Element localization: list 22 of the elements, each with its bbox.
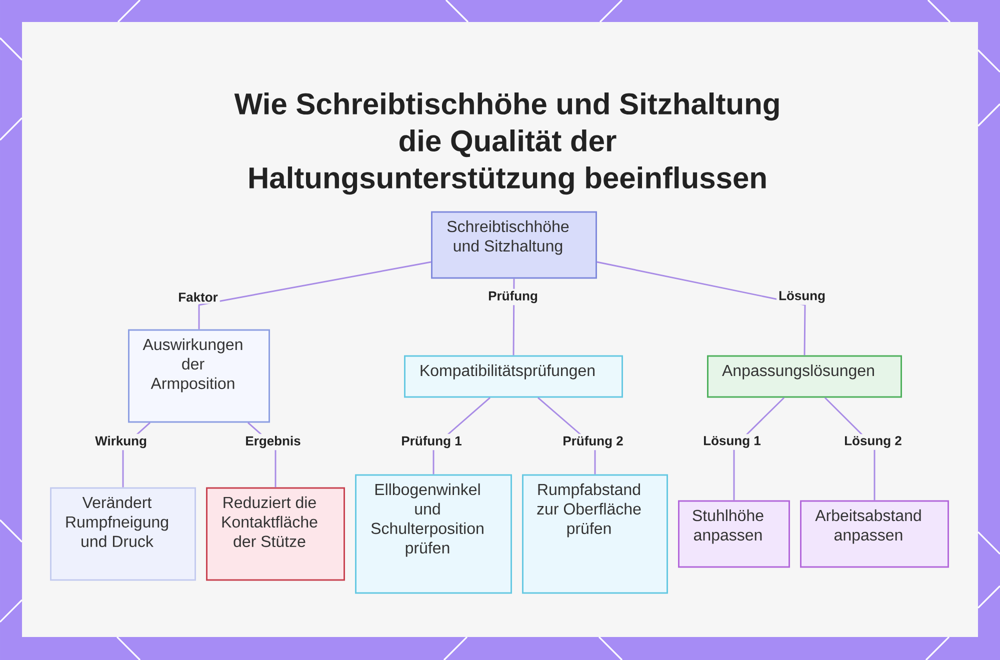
- process-box: Kompatibilitätsprüfungen: [404, 355, 623, 398]
- connector-line: [198, 261, 432, 330]
- process-box: Verändert Rumpfneigung und Druck: [50, 487, 196, 581]
- process-box: Anpassungslösungen: [707, 355, 902, 398]
- process-box: Ellbogenwinkel und Schulterposition prüfen: [355, 474, 512, 594]
- title: Wie Schreibtischhöhe und Sitzhaltung die Qualität der Haltungsunterstützung beeinflussen: [234, 92, 779, 195]
- process-box: Auswirkungen der Armposition: [128, 329, 270, 423]
- edge-label: Lösung: [776, 289, 828, 305]
- process-box: Rumpfabstand zur Oberfläche prüfen: [522, 474, 668, 594]
- edge-label: Lösung 1: [701, 434, 763, 450]
- connector-line: [596, 261, 806, 356]
- edge-label: Ergebnis: [243, 434, 303, 450]
- process-box: Reduziert die Kontaktfläche der Stütze: [206, 487, 345, 581]
- process-box: Stuhlhöhe anpassen: [678, 500, 790, 568]
- edge-label: Prüfung 2: [560, 434, 626, 450]
- edge-label: Prüfung 1: [399, 434, 464, 450]
- edge-label: Faktor: [176, 290, 220, 304]
- process-box: Arbeitsabstand anpassen: [800, 500, 949, 568]
- process-box: Schreibtischhöhe und Sitzhaltung: [431, 211, 597, 279]
- edge-label: Lösung 2: [842, 434, 904, 450]
- edge-label: Prüfung: [486, 288, 540, 306]
- edge-label: Wirkung: [93, 434, 149, 450]
